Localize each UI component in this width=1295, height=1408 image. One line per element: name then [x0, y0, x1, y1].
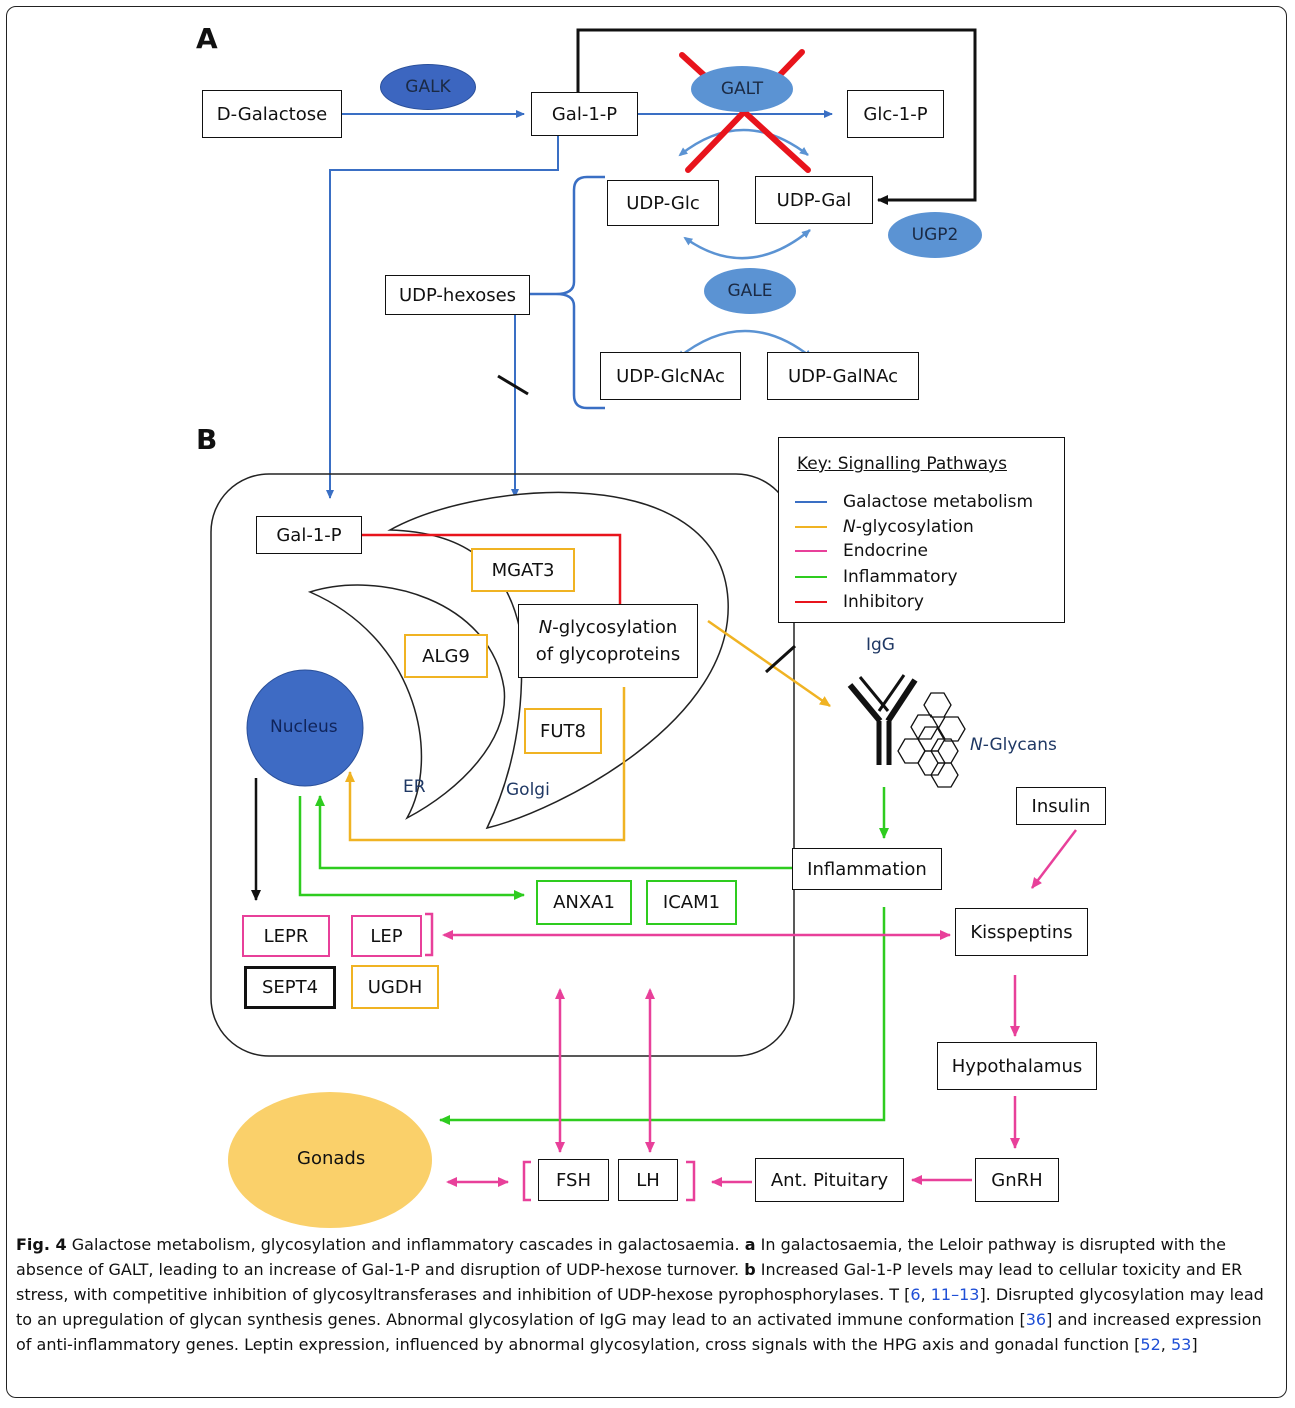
box-udp-glc: UDP-Glc: [607, 180, 719, 226]
box-alg9: ALG9: [404, 634, 488, 678]
arrow-inflammation-to-nucleus: [315, 795, 792, 870]
legend-swatch: [795, 526, 827, 528]
udp-glc-gal-interconversion: [683, 229, 811, 260]
box-hypothalamus: Hypothalamus: [937, 1042, 1097, 1090]
fsh-lh-left-bracket: [522, 1160, 531, 1202]
arrow-nglyc-to-igg: [707, 619, 831, 708]
box-kisspeptins: Kisspeptins: [955, 908, 1088, 956]
box-udp-glcnac: UDP-GlcNAc: [600, 352, 741, 400]
box-udp-gal: UDP-Gal: [755, 176, 873, 224]
galt-reaction-curve: [678, 128, 809, 157]
legend-label: N-glycosylation: [843, 517, 974, 537]
enzyme-gale: GALE: [704, 268, 796, 314]
figure-frame: [6, 6, 1287, 1398]
box-mgat3: MGAT3: [471, 548, 575, 592]
arrow-gal1p-to-udpgal-black: [576, 28, 977, 205]
gale-reaction-curve: [676, 329, 813, 360]
box-anxa1: ANXA1: [536, 880, 632, 925]
arrow-gal1p-down-to-cell: [326, 136, 559, 499]
legend-swatch: [795, 601, 827, 603]
box-lh: LH: [618, 1159, 678, 1201]
panel-label-b: B: [196, 423, 218, 456]
citation-link[interactable]: 6: [910, 1285, 921, 1304]
enzyme-galt: GALT: [691, 66, 793, 112]
box-lep: LEP: [351, 915, 422, 957]
legend-title: Key: Signalling Pathways: [797, 454, 1007, 474]
box-d-galactose: D-Galactose: [202, 90, 342, 138]
block-mark-udp-hexoses: [497, 374, 529, 396]
nucleus-shape: [246, 669, 364, 787]
n-glycosylation-line2: of glycoproteins: [535, 644, 681, 665]
legend-item-galactose: Galactose metabolism: [795, 490, 1033, 514]
legend-swatch: [795, 576, 827, 578]
legend-key: Key: Signalling Pathways Galactose metab…: [778, 437, 1065, 623]
arrow-insulin-to-kisspeptins: [1031, 829, 1077, 889]
legend-item-inflammatory: Inflammatory: [795, 565, 958, 589]
legend-label: Galactose metabolism: [843, 492, 1034, 512]
citation-link[interactable]: 53: [1170, 1335, 1192, 1354]
box-gal-1-p-cell: Gal-1-P: [256, 516, 362, 554]
box-inflammation: Inflammation: [792, 848, 942, 890]
enzyme-galk: GALK: [380, 64, 476, 110]
igg-antibody-icon: [847, 674, 918, 765]
citation-link[interactable]: 52: [1140, 1335, 1161, 1354]
arrow-inflammation-to-gonads: [439, 907, 886, 1125]
box-ugdh: UGDH: [351, 965, 439, 1009]
panel-label-a: A: [196, 22, 218, 55]
label-er: ER: [403, 777, 426, 797]
label-n-glycans: N-Glycans: [970, 735, 1057, 755]
lep-bracket: [425, 912, 434, 957]
box-icam1: ICAM1: [646, 880, 737, 925]
label-nucleus: Nucleus: [270, 717, 338, 737]
arrow-nglyc-to-er: [345, 687, 626, 842]
legend-label: Inhibitory: [843, 592, 924, 612]
legend-swatch: [795, 501, 827, 503]
cell-outline: [210, 473, 795, 1057]
box-glc-1-p: Glc-1-P: [847, 90, 944, 138]
box-fut8: FUT8: [524, 708, 602, 754]
box-insulin: Insulin: [1016, 787, 1106, 825]
legend-item-nglycosylation: N-glycosylation: [795, 515, 974, 539]
citation-link[interactable]: 11–13: [930, 1285, 980, 1304]
label-golgi: Golgi: [506, 780, 550, 800]
legend-item-endocrine: Endocrine: [795, 539, 928, 563]
label-gonads: Gonads: [297, 1148, 366, 1169]
box-fsh: FSH: [538, 1159, 609, 1201]
box-gal-1-p: Gal-1-P: [531, 92, 638, 136]
udp-hexoses-bracket: [555, 175, 605, 410]
label-igg: IgG: [866, 635, 895, 655]
enzyme-ugp2: UGP2: [888, 212, 982, 258]
n-glycosylation-line1: N-glycosylation: [538, 617, 678, 638]
block-mark-igg: [764, 644, 797, 674]
fsh-lh-right-bracket: [686, 1160, 696, 1202]
box-gnrh: GnRH: [975, 1158, 1059, 1202]
nglycans-hexagons-icon: [897, 692, 966, 788]
inhibit-gal1p-to-nglycosylation: [362, 533, 622, 617]
arrow-nucleus-to-anxa1: [298, 796, 525, 900]
box-sept4: SEPT4: [244, 966, 336, 1009]
box-udp-galnac: UDP-GalNAc: [767, 352, 919, 400]
legend-label: Endocrine: [843, 541, 928, 561]
box-udp-hexoses: UDP-hexoses: [385, 275, 530, 315]
legend-swatch: [795, 550, 827, 552]
legend-label: Inflammatory: [843, 567, 958, 587]
gonads-shape: [228, 1092, 432, 1228]
box-lepr: LEPR: [242, 915, 330, 957]
box-ant-pituitary: Ant. Pituitary: [755, 1158, 904, 1202]
citation-link[interactable]: 36: [1025, 1310, 1047, 1329]
figure-caption: Fig. 4 Galactose metabolism, glycosylati…: [16, 1235, 1264, 1354]
box-n-glycosylation: N-glycosylation of glycoproteins: [518, 604, 698, 678]
legend-item-inhibitory: Inhibitory: [795, 590, 924, 614]
